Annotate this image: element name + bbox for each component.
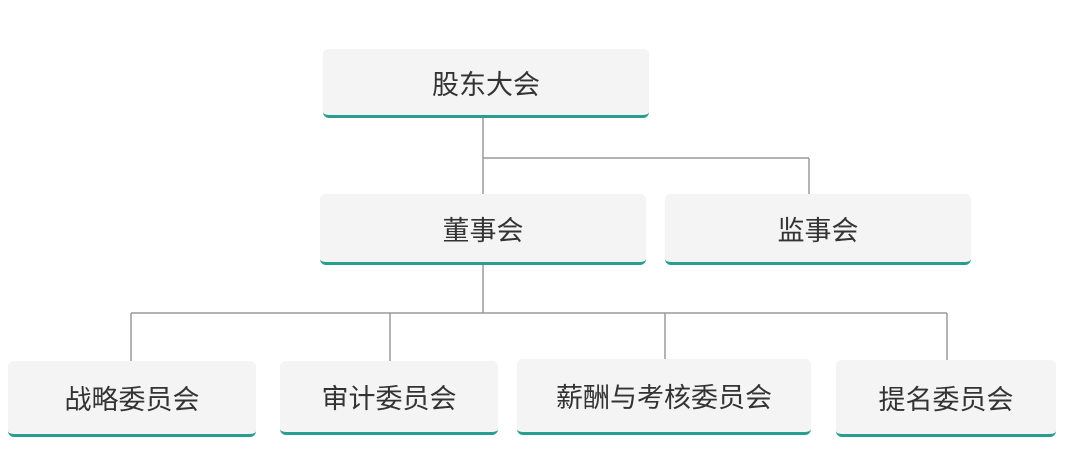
board-of-directors-label: 董事会	[442, 215, 524, 247]
audit-committee-label: 审计委员会	[321, 384, 457, 415]
strategy-committee-label: 战略委员会	[64, 385, 200, 416]
compensation-committee-label: 薪酬与考核委员会	[556, 383, 772, 414]
compensation-committee-box: 薪酬与考核委员会	[517, 359, 811, 435]
shareholders-meeting-box: 股东大会	[323, 49, 649, 118]
board-of-supervisors-label: 监事会	[777, 215, 859, 247]
strategy-committee-box: 战略委员会	[8, 361, 256, 437]
nomination-committee-label: 提名委员会	[878, 384, 1014, 416]
audit-committee-box: 审计委员会	[280, 361, 498, 435]
nomination-committee-box: 提名委员会	[836, 360, 1056, 437]
board-of-supervisors-box: 监事会	[665, 194, 971, 265]
board-of-directors-box: 董事会	[320, 194, 646, 265]
shareholders-meeting-label: 股东大会	[432, 69, 540, 101]
